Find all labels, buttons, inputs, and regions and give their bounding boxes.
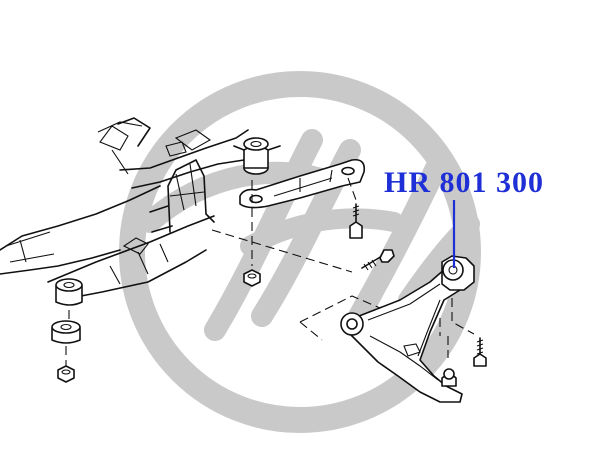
arm-pivot-bolt (361, 249, 395, 271)
front-mount-bushing (55, 278, 83, 306)
mount-nut-center (243, 269, 261, 287)
subframe-crossmember (0, 117, 249, 301)
arm-front-bushing (340, 312, 364, 336)
arm-rear-bolt (473, 337, 487, 367)
mount-nut-left (57, 365, 75, 383)
ball-joint (441, 368, 457, 387)
arm-rear-bushing (441, 255, 475, 291)
tension-rod (239, 158, 366, 209)
rod-bolt (349, 203, 363, 239)
rear-mount-bushing (233, 137, 281, 175)
lower-insulator (51, 320, 81, 344)
part-number-label: HR 801 300 (384, 166, 544, 199)
